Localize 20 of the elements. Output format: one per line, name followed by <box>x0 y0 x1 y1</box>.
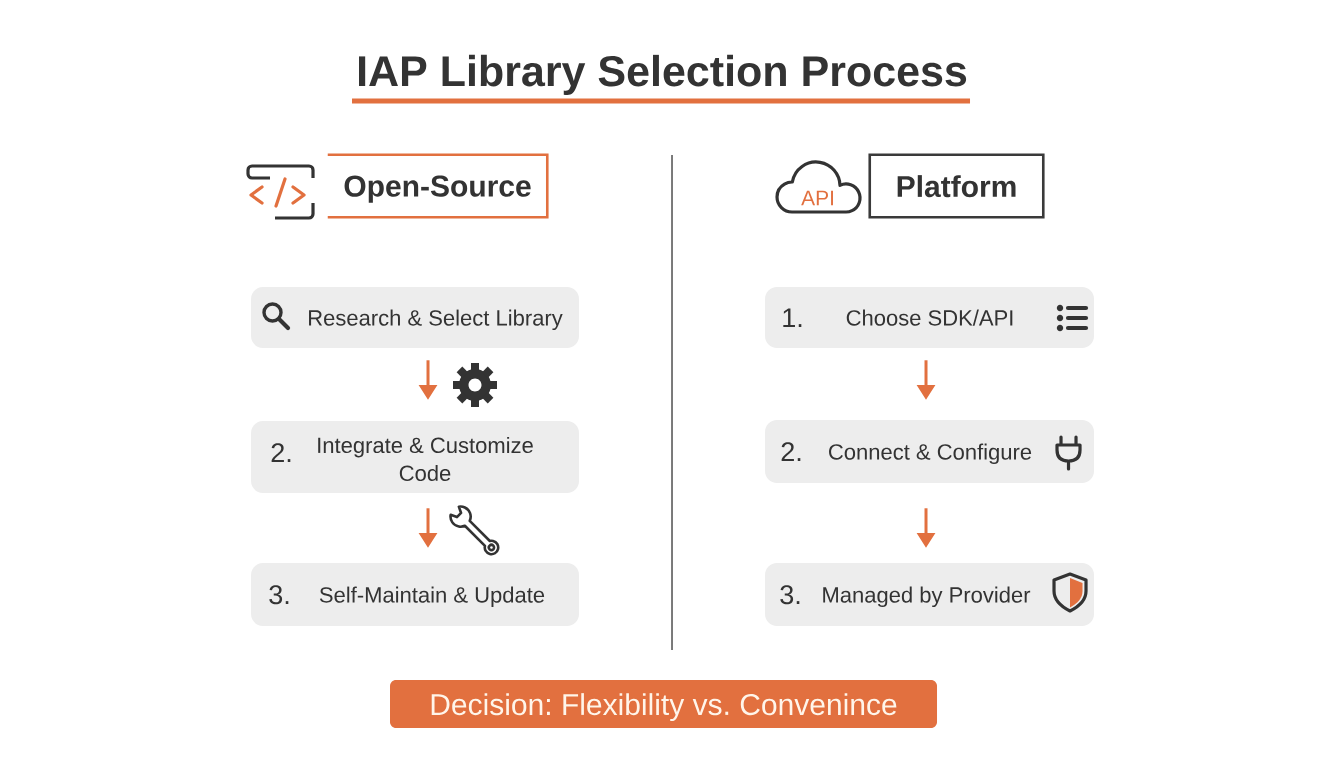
step-box <box>765 563 1094 626</box>
decision-banner: Decision: Flexibility vs. Convenince <box>390 680 937 728</box>
header-box: Open-Source <box>327 153 549 219</box>
step-box <box>251 287 579 348</box>
step-label: Connect & Configure <box>829 443 1032 465</box>
step-label: Self-Maintain & Update <box>319 586 545 608</box>
step-number: 2. <box>781 442 801 461</box>
step-box <box>765 420 1094 483</box>
step-label: Integrate & Customize Code <box>318 436 533 482</box>
header-box: Platform <box>868 153 1045 219</box>
step-number: 3. <box>780 585 800 605</box>
step-number: 3. <box>269 585 289 605</box>
step-box <box>765 287 1094 348</box>
step-label: Choose SDK/API <box>846 309 1013 326</box>
step-number: 1. <box>783 308 802 327</box>
cloud-label: API <box>801 190 833 206</box>
step-label: Research & Select Library <box>309 309 563 331</box>
step-label: Managed by Provider <box>823 586 1031 608</box>
step-number: 2. <box>271 443 291 462</box>
title: IAP Library Selection Process <box>359 54 967 95</box>
